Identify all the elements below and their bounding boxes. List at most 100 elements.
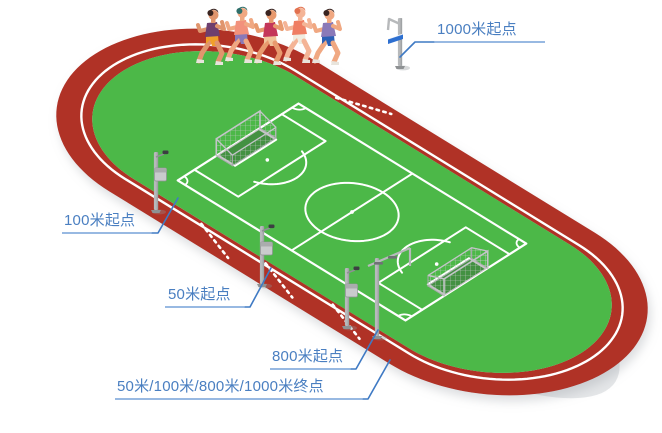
runner-front-arm (215, 20, 226, 31)
runner-neck (240, 16, 245, 21)
callout-label-text: 100米起点 (64, 212, 135, 229)
runner-back-leg (196, 38, 213, 64)
start-dash-mark-0 (200, 222, 230, 260)
runner-back-arm (312, 23, 326, 33)
runner-front-leg (243, 38, 254, 63)
start-dash-mark-3 (334, 96, 393, 116)
runner-shoe (244, 59, 252, 63)
runner-shoe (331, 61, 339, 65)
gate-reader-highlight (387, 33, 404, 40)
runner-hair-back (236, 8, 243, 14)
camera-head (353, 266, 360, 271)
camera-housing-top (345, 284, 358, 289)
pole-1000m-start (386, 17, 410, 71)
goal-front-frame (443, 249, 489, 296)
camera-head (162, 150, 169, 155)
runner-back-leg (254, 38, 271, 64)
equipment-group (151, 17, 412, 341)
runner-5 (312, 8, 342, 65)
gantry-sensor-0 (374, 262, 383, 265)
pole-mast-shade (400, 18, 403, 66)
runner-shoe (302, 59, 310, 63)
runner-shoe (215, 61, 223, 65)
goal-front-frame (215, 109, 261, 156)
runner-back-arm (196, 23, 210, 33)
gate-reader-panel (388, 34, 403, 44)
runner-hair-back (265, 10, 272, 16)
runner-back-arm (283, 21, 297, 31)
runner-shoe-back (196, 59, 204, 63)
runner-front-arm (331, 20, 342, 31)
callout-leader-line (399, 41, 435, 58)
gantry-field (367, 246, 412, 268)
goal-group (215, 109, 489, 297)
runner-hair-back (323, 10, 330, 16)
field-markings (176, 102, 528, 322)
runner-4 (283, 6, 313, 63)
pole-finish (372, 258, 387, 341)
callout-label-text: 50米起点 (168, 286, 231, 303)
callout-label-text: 800米起点 (272, 348, 343, 365)
runner-front-leg (272, 40, 283, 65)
runner-front-arm (302, 18, 313, 29)
runner-front-arm (244, 18, 255, 29)
runner-back-arm (225, 21, 239, 31)
runner-neck (327, 18, 332, 23)
pole-base (395, 66, 405, 69)
runner-back-leg (225, 36, 242, 62)
runner-neck (211, 18, 216, 23)
goal-top-bars (427, 247, 488, 280)
gantry-sensor-1 (388, 256, 397, 259)
runner-back-arm (254, 23, 268, 33)
runner-1 (196, 8, 226, 65)
runner-front-leg (214, 40, 225, 65)
callout-leader-line (362, 359, 391, 400)
runner-2 (225, 6, 255, 63)
callout-label-group: 1000米起点 100米起点 50米起点 800米起点 50米/100米/800米/10… (62, 21, 545, 400)
goal-upper (215, 109, 277, 167)
runner-hair-back (294, 8, 301, 14)
runner-back-leg (283, 36, 300, 62)
runner-group (196, 6, 342, 65)
gate-arm (386, 17, 401, 31)
runner-shoe-back (312, 59, 320, 63)
runner-front-leg (301, 38, 312, 63)
pole-base (151, 210, 161, 213)
camera-housing-top (154, 168, 167, 173)
runner-shoe-back (283, 57, 291, 61)
runner-shoe-back (225, 57, 233, 61)
runner-shoe (273, 61, 281, 65)
callout-leader-line (244, 267, 272, 308)
soccer-field (92, 51, 612, 373)
runner-neck (298, 16, 303, 21)
pole-50m-start (257, 224, 275, 289)
callout-start-50m: 50米起点 (165, 267, 272, 308)
goal-top-bars (215, 110, 277, 156)
callout-start-800m: 800米起点 (270, 329, 379, 370)
camera-arm (346, 269, 356, 274)
camera-arm (155, 153, 165, 158)
runner-front-leg (330, 40, 341, 65)
runner-hair-back (207, 10, 214, 16)
runner-front-arm (273, 20, 284, 31)
pole-800m-start (342, 266, 360, 331)
camera-arm (261, 227, 271, 232)
callout-start-100m: 100米起点 (62, 197, 179, 234)
callout-start-1000m: 1000米起点 (399, 21, 545, 58)
callout-leader-line (350, 329, 379, 370)
callout-finish-all: 50米/100米/800米/1000米终点 (115, 359, 391, 400)
callout-leader-line (151, 197, 179, 234)
pole-base (342, 326, 352, 329)
pole-mast-shade (377, 258, 380, 336)
runner-3 (254, 8, 284, 65)
camera-housing-top (260, 242, 273, 247)
callout-label-text: 1000米起点 (437, 21, 517, 38)
runner-shoe-back (254, 59, 262, 63)
goal-lower (427, 246, 489, 297)
runner-back-leg (312, 38, 329, 64)
callout-label-text: 50米/100米/800米/1000米终点 (117, 378, 324, 395)
pole-100m-start (151, 150, 169, 215)
camera-head (268, 224, 275, 229)
